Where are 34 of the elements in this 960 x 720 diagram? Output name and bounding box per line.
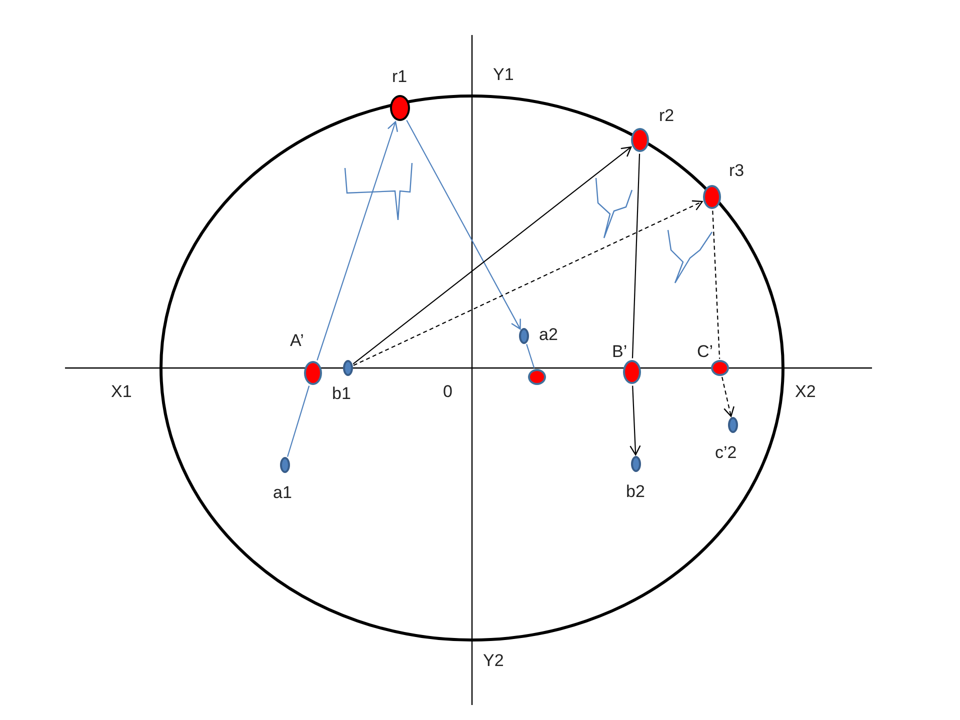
point-marker xyxy=(343,360,353,376)
point-marker xyxy=(728,417,738,433)
arrow xyxy=(352,146,632,364)
arrow xyxy=(630,386,641,456)
reflection-point xyxy=(623,360,641,384)
axis-label: X2 xyxy=(795,383,816,400)
point-label: a1 xyxy=(273,484,292,501)
reflection-point xyxy=(528,369,546,385)
point-label: A’ xyxy=(290,332,304,349)
reflection-point xyxy=(711,360,729,376)
arrow xyxy=(406,120,521,330)
arrow xyxy=(316,121,398,361)
point-label: b1 xyxy=(332,385,351,402)
axis-label: Y2 xyxy=(483,652,504,669)
point-label: C’ xyxy=(697,343,714,360)
point-label: r3 xyxy=(729,162,744,179)
axis-label: X1 xyxy=(111,383,132,400)
point-label: B’ xyxy=(612,343,628,360)
point-label: b2 xyxy=(626,483,645,500)
arrow xyxy=(722,376,734,417)
arrow xyxy=(353,200,703,366)
point-marker xyxy=(631,456,641,472)
point-label: c’2 xyxy=(715,444,737,461)
point-marker xyxy=(280,457,290,473)
axis-label: Y1 xyxy=(493,66,514,83)
reflection-point xyxy=(703,185,721,209)
reflection-point xyxy=(304,361,322,385)
point-label: r1 xyxy=(392,68,408,85)
point-label: a2 xyxy=(539,326,558,343)
point-marker xyxy=(519,328,529,344)
point-label: r2 xyxy=(659,107,674,124)
reflection-point xyxy=(631,128,649,152)
reflection-point xyxy=(390,95,410,121)
axis-label: 0 xyxy=(443,383,452,400)
